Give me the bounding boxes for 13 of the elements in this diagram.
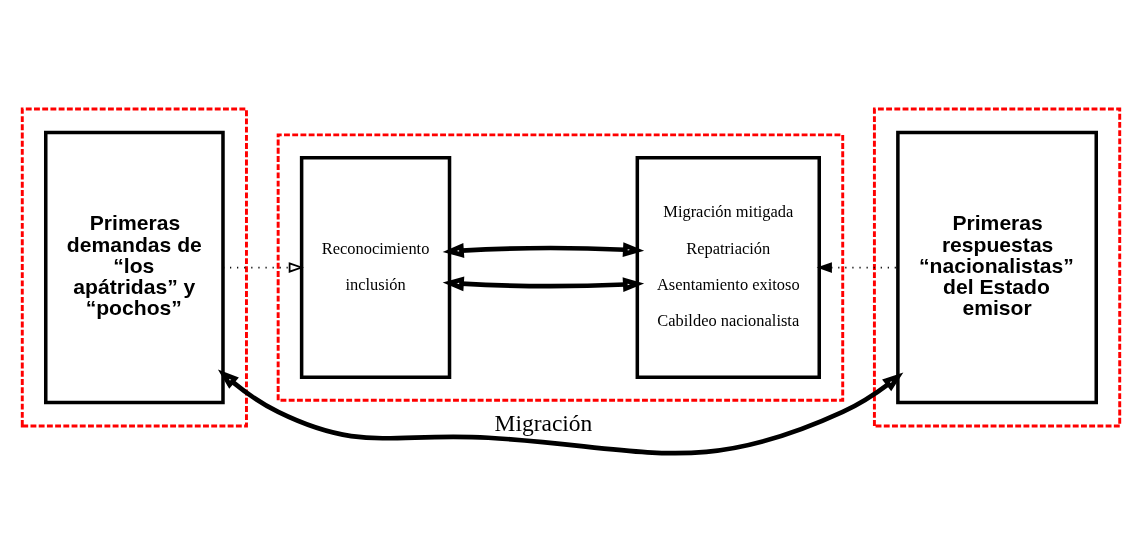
cluster: [872, 107, 1122, 427]
node-box: Primeras respuestas “nacionalistas” del Estado emisor: [896, 130, 1098, 404]
edge-label: Migración: [494, 409, 593, 436]
arrow: [222, 261, 304, 273]
arrow: [816, 261, 899, 273]
cluster: [20, 107, 248, 427]
arrow: [442, 275, 645, 292]
arrow: [442, 241, 645, 258]
cluster: [276, 132, 845, 402]
node-box: Primeras demandas de “los apátridas” y “pochos”: [44, 130, 225, 404]
arrow: [217, 368, 904, 455]
node-box: Reconocimiento inclusión: [299, 155, 452, 379]
node-box: Migración mitigada Repatriación Asentamiento exitoso Cabildeo nacionalista: [635, 155, 821, 379]
